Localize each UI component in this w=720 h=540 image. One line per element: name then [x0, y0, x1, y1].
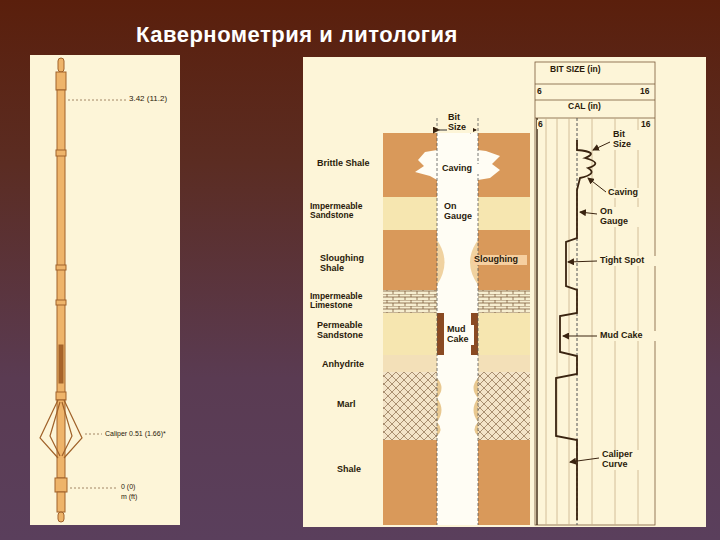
layer-name: Marl: [337, 400, 377, 410]
track-header: CAL (in): [568, 102, 601, 111]
slide-title: Кавернометрия и литология: [136, 22, 458, 48]
layer-name: Sloughing Shale: [320, 254, 382, 274]
dimension-label: m (ft): [120, 493, 138, 501]
track-header: 16: [640, 87, 649, 96]
dimension-label: 3.42 (11.2): [128, 95, 168, 104]
dimension-label: 0 (0): [120, 483, 136, 491]
dimension-label: Caliper 0.51 (1.66)*: [104, 430, 167, 438]
track-header: BIT SIZE (in): [550, 65, 601, 74]
layer-name: Impermeable Sandstone: [310, 202, 386, 221]
layer-name: Impermeable Limestone: [310, 292, 386, 311]
curve-callout: Mud Cake: [599, 331, 657, 341]
layer-name: Brittle Shale: [317, 159, 387, 169]
layer-name: Anhydrite: [322, 360, 382, 370]
curve-callout: On Gauge: [599, 207, 641, 227]
hole-label: Bit Size: [447, 113, 473, 133]
curve-callout: Tight Spot: [599, 256, 659, 266]
curve-callout: Caliper Curve: [601, 450, 643, 470]
layer-name: Permeable Sandstone: [317, 321, 387, 341]
curve-callout: Bit Size: [612, 130, 640, 150]
curve-callout: Caving: [607, 188, 649, 198]
hole-label: Caving: [441, 164, 479, 174]
track-header: 6: [537, 87, 542, 96]
hole-label: Sloughing: [473, 255, 527, 265]
hole-label: On Gauge: [443, 202, 477, 222]
hole-label: Mud Cake: [446, 325, 474, 345]
track-header: 6: [537, 120, 544, 129]
track-header: 16: [640, 120, 651, 129]
layer-name: Shale: [337, 465, 377, 475]
